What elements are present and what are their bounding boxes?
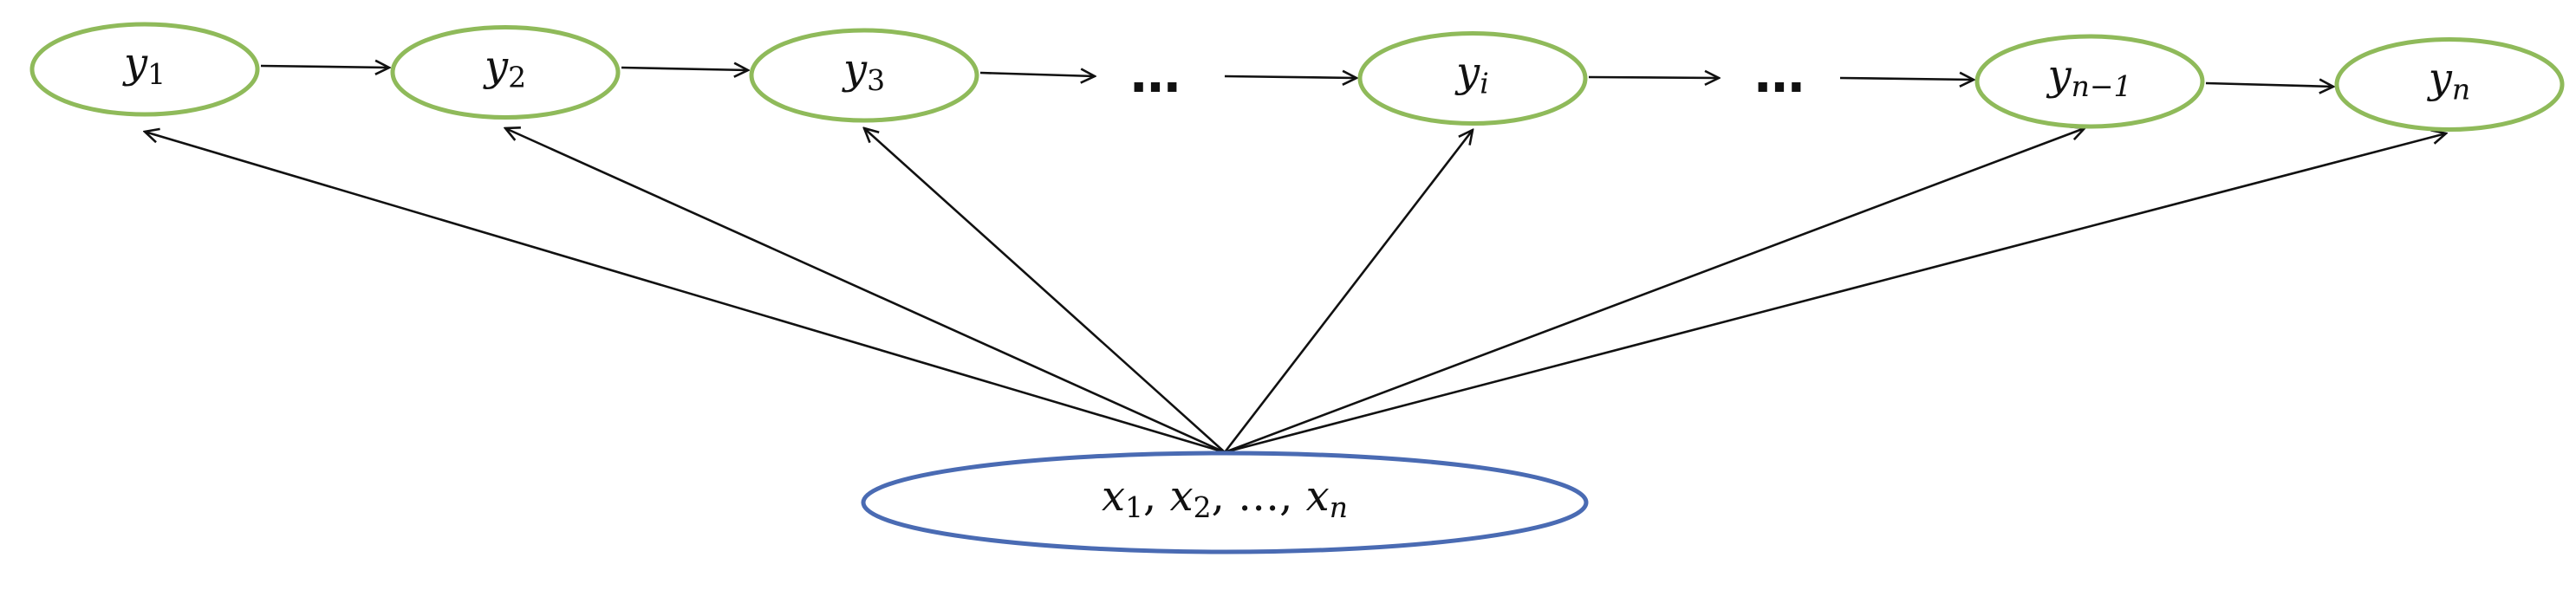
- node-shape: [390, 25, 621, 120]
- node-label: x1​, x2​, …, xn​: [1102, 472, 1348, 525]
- node-shape: [861, 451, 1589, 554]
- input-edge-x-y1: [145, 132, 1226, 454]
- variable-name: x: [1170, 472, 1194, 521]
- input-edge-x-y2: [505, 128, 1226, 454]
- node-shape: [2334, 37, 2565, 132]
- input-edge-x-yi: [1223, 130, 1473, 453]
- variable-name: x: [1306, 472, 1330, 521]
- variable-subscript: 1: [1125, 490, 1143, 524]
- chain-edge-yi-ellipsis: [1588, 77, 1719, 78]
- variable-name: y: [122, 39, 148, 88]
- nodes: y1​ y2​ y3​ yi​ yn−1​ yn​ … … x1​, x2​, …, xn​: [29, 22, 2565, 554]
- chain-edge-y2-y3: [621, 68, 748, 70]
- node-shape: [29, 22, 260, 117]
- node-y-y3: y3​: [749, 28, 979, 123]
- input-edge-x-yn1: [1224, 128, 2085, 454]
- node-x-sequence: x1​, x2​, …, xn​: [861, 451, 1589, 554]
- node-label: yn−1​: [2046, 51, 2131, 104]
- ellipsis-2: …: [1754, 45, 1805, 104]
- variable-name: y: [1454, 48, 1480, 96]
- variable-subscript: 2: [1194, 490, 1212, 524]
- input-edge-x-yn: [1224, 133, 2446, 454]
- chain-edge-y1-y2: [260, 66, 389, 68]
- node-y-y1: y1​: [29, 22, 260, 117]
- chain-edge-yn1-yn: [2205, 83, 2333, 87]
- variable-subscript: 2: [508, 61, 526, 94]
- variable-name: y: [483, 42, 509, 90]
- variable-subscript: 1: [147, 57, 166, 91]
- variable-name: x: [1102, 472, 1125, 521]
- chain-edge-y3-ellipsis: [979, 73, 1095, 76]
- separator: ,: [1143, 472, 1170, 521]
- ellipsis-1: …: [1130, 45, 1181, 104]
- node-y-yi: yi​: [1357, 31, 1588, 126]
- variable-subscript: n−1: [2072, 69, 2132, 103]
- variable-name: y: [2046, 51, 2072, 100]
- variable-subscript: 3: [867, 63, 885, 97]
- node-label: yn​: [2427, 54, 2470, 107]
- node-y-yn: yn​: [2334, 37, 2565, 132]
- input-edge-x-y3: [864, 128, 1226, 453]
- node-label: y3​: [842, 45, 885, 98]
- variable-subscript: n: [2452, 73, 2470, 107]
- node-shape: [749, 28, 979, 123]
- node-label: y2​: [483, 42, 526, 94]
- separator: , …,: [1212, 472, 1306, 521]
- variable-name: y: [842, 45, 868, 94]
- node-y-yn1: yn−1​: [1974, 34, 2205, 129]
- node-y-y2: y2​: [390, 25, 621, 120]
- variable-name: y: [2427, 54, 2453, 102]
- chain-edge-ellipsis-yi: [1224, 76, 1356, 78]
- node-label: y1​: [122, 39, 166, 92]
- edges: [145, 66, 2446, 454]
- node-shape: [1357, 31, 1588, 126]
- node-label: yi​: [1454, 48, 1489, 100]
- node-shape: [1974, 34, 2205, 129]
- variable-subscript: i: [1480, 67, 1489, 100]
- chain-edge-ellipsis-yn1: [1839, 78, 1974, 80]
- variable-subscript: n: [1330, 490, 1348, 524]
